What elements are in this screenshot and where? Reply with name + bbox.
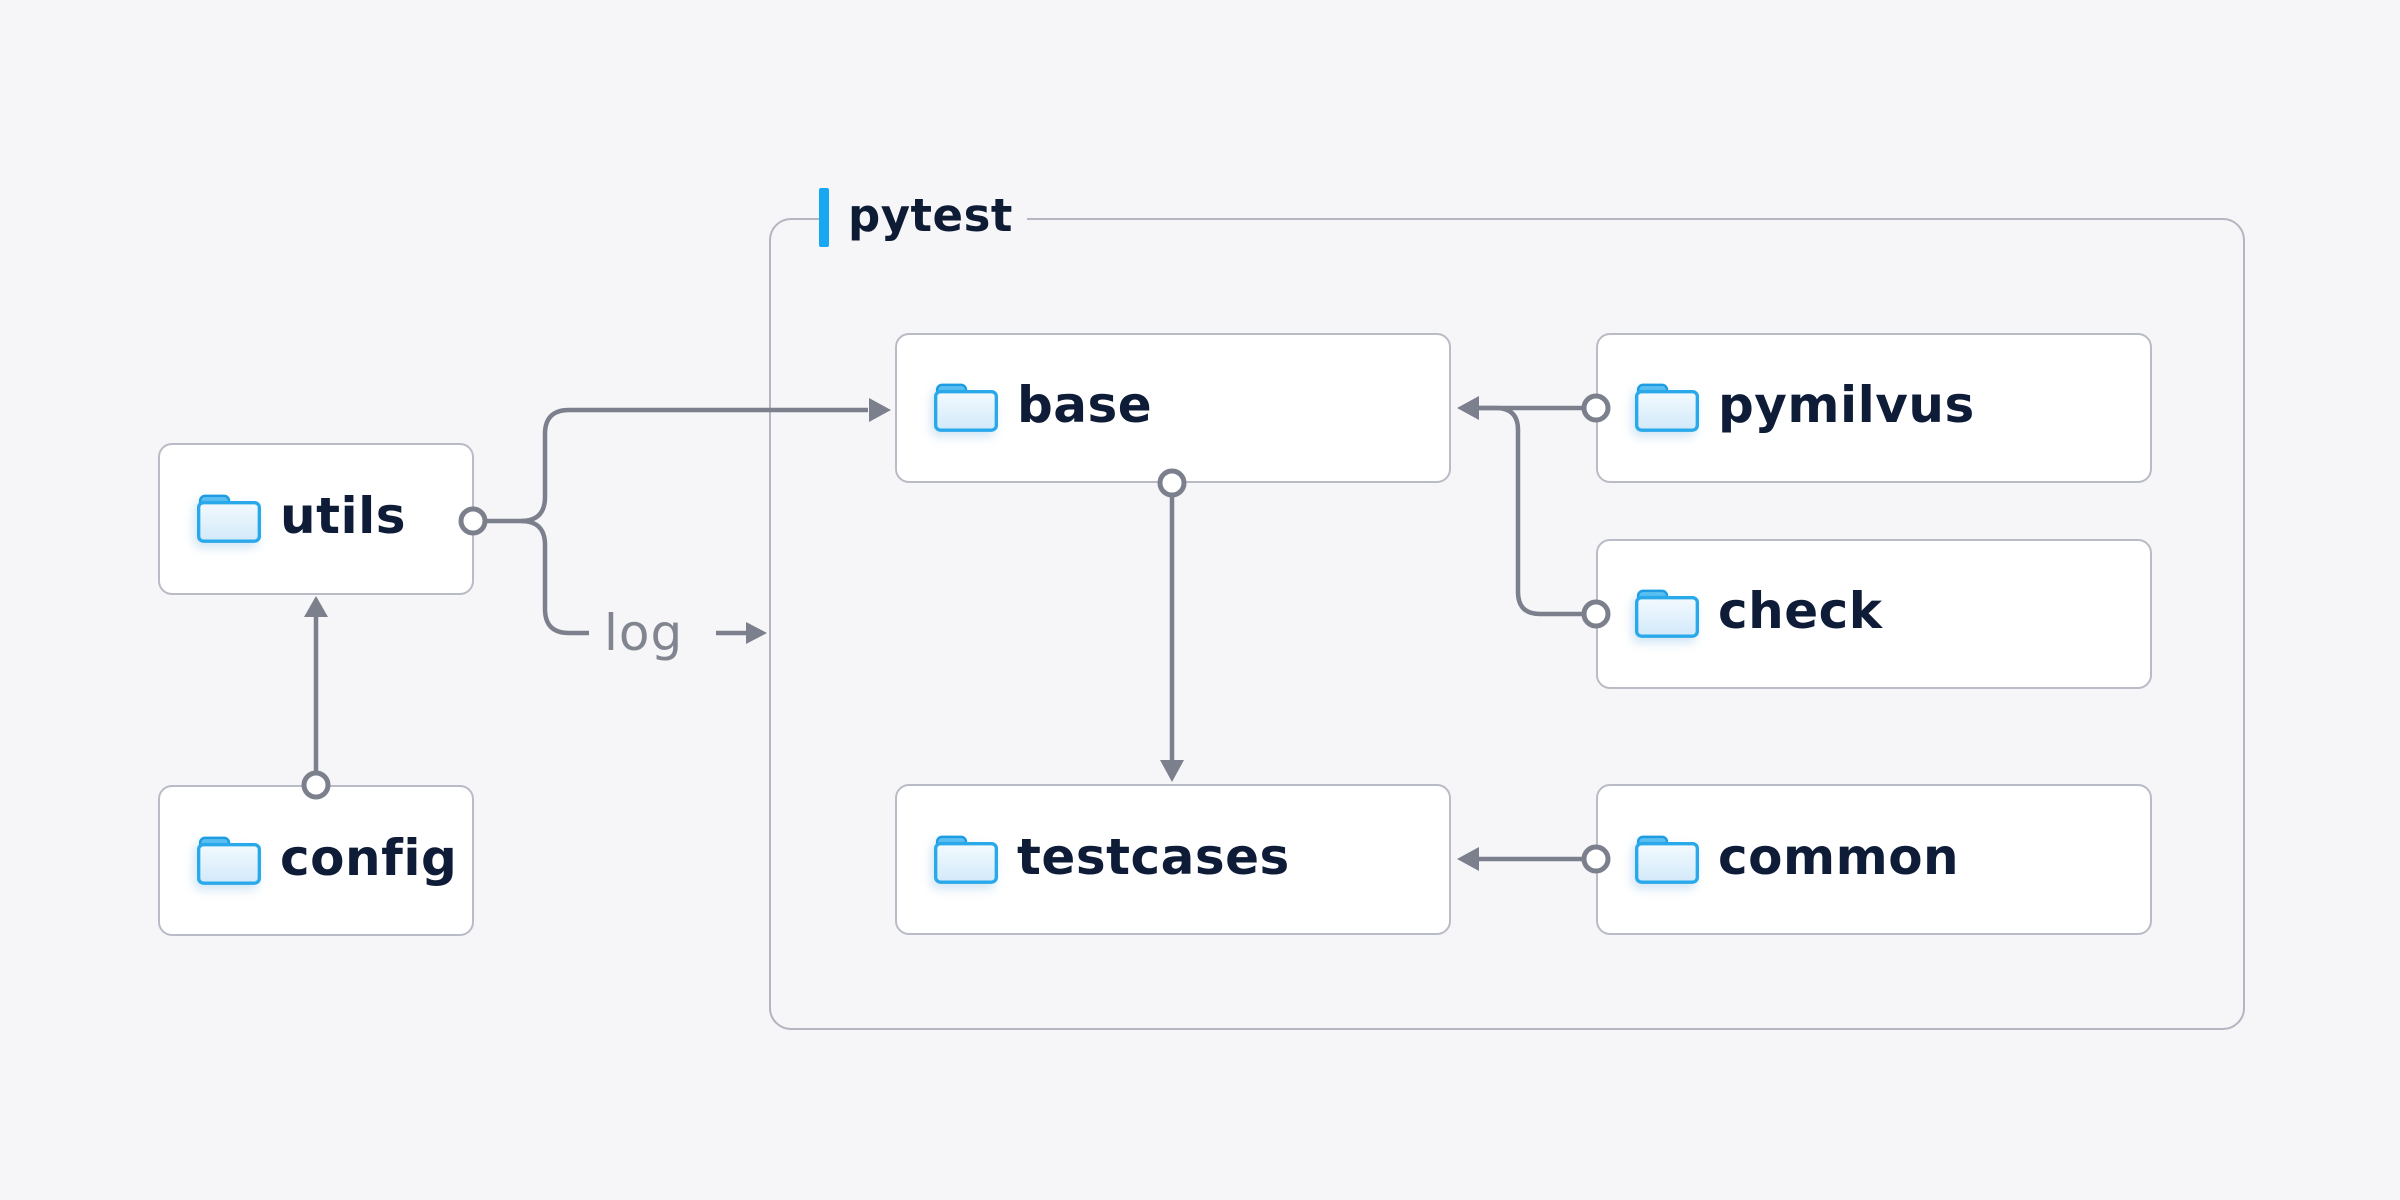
log-branch-label: log	[604, 604, 684, 662]
node-utils: utils	[158, 443, 474, 595]
node-common-label: common	[1718, 827, 1960, 886]
node-utils-label: utils	[280, 487, 407, 545]
node-common: common	[1596, 784, 2152, 935]
node-testcases: testcases	[895, 784, 1451, 935]
pytest-container-label: pytest	[819, 186, 1027, 248]
folder-icon	[1634, 589, 1700, 638]
folder-icon	[1634, 835, 1700, 884]
node-base: base	[895, 333, 1451, 483]
node-config-label: config	[280, 828, 458, 887]
node-pymilvus-label: pymilvus	[1718, 376, 1975, 434]
pytest-container	[769, 218, 2245, 1030]
folder-icon	[933, 383, 999, 432]
folder-icon	[196, 836, 262, 885]
folder-icon	[933, 835, 999, 884]
pytest-container-title: pytest	[848, 188, 1013, 242]
node-check-label: check	[1718, 582, 1883, 640]
folder-icon	[1634, 383, 1700, 432]
node-check: check	[1596, 539, 2152, 689]
node-testcases-label: testcases	[1017, 827, 1290, 886]
node-pymilvus: pymilvus	[1596, 333, 2152, 483]
edge-config-utils	[301, 596, 331, 800]
node-base-label: base	[1017, 376, 1153, 434]
accent-bar-icon	[819, 187, 829, 247]
node-config: config	[158, 785, 474, 936]
folder-icon	[196, 494, 262, 543]
